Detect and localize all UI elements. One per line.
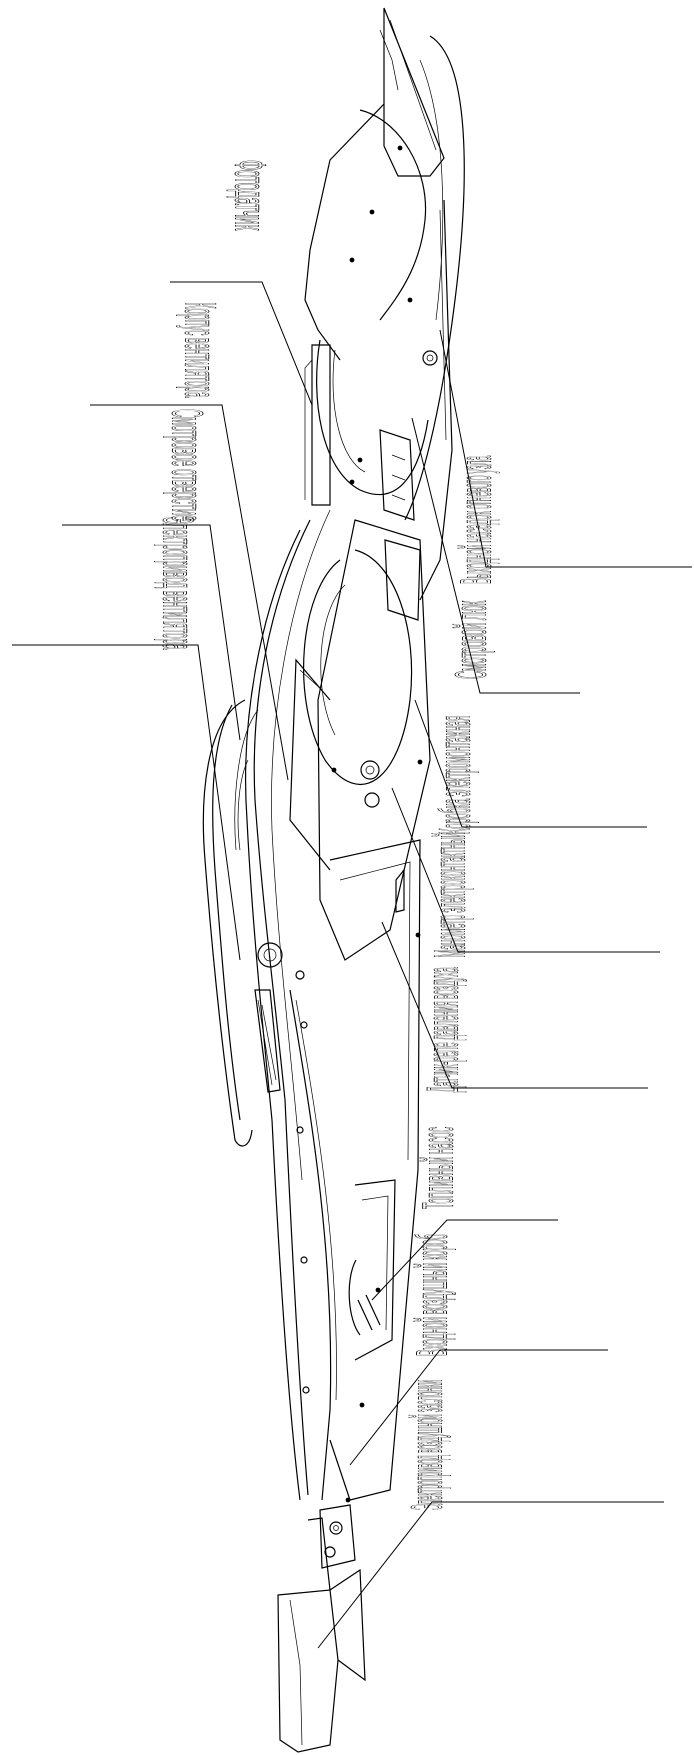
damper-block [277,1504,366,1753]
label-burner-nozzle: Выходной насадок огневого узла [452,456,501,584]
burner-nozzle-body [304,7,465,601]
label-fan-drive: Электропривод вентилятора [154,517,203,650]
leader-junction-box [414,699,647,828]
label-air-duct: Входной воздушный короб [408,1234,457,1356]
leader-sight-hole [62,524,241,741]
label-fan-housing: Корпус вентилятора [176,303,225,398]
label-fuel-pump: Топливный насос [414,1127,463,1209]
burner-assembly-linework [202,7,465,1753]
label-junction-box: Коробка электромонтажная [431,716,480,834]
leader-burner-nozzle [439,329,692,568]
photosensor-plate [304,344,331,506]
leader-photosensor [170,281,313,406]
fan-housing-body [245,509,337,1501]
leader-air-duct [349,1349,608,1466]
label-pressure-switch: Датчик-реле давления воздуха [419,967,468,1092]
label-photosensor: Фотодатчик [226,160,275,231]
leader-inspection-hatch [411,417,580,694]
fan-motor [202,699,283,1147]
label-inspection-hatch: Смотровой люк [447,601,496,679]
leader-pressure-switch [381,921,648,1089]
leader-manometer [391,787,660,953]
label-damper-drive: Электропривод воздушной заслонки [403,1380,452,1510]
lower-body [329,839,421,1503]
central-casing [289,429,431,961]
leader-fuel-pump [371,1219,558,1301]
leader-fan-drive [12,644,241,961]
leader-damper-drive [317,1501,664,1649]
leader-lines [12,281,692,1649]
label-manometer: Манометр электроконтактный [426,833,475,958]
leader-fan-housing [90,404,289,781]
callout-labels: Фотодатчик Корпус вентилятора Смотровое … [153,160,501,1511]
label-sight-hole: Смотровое отверстие [163,409,212,521]
